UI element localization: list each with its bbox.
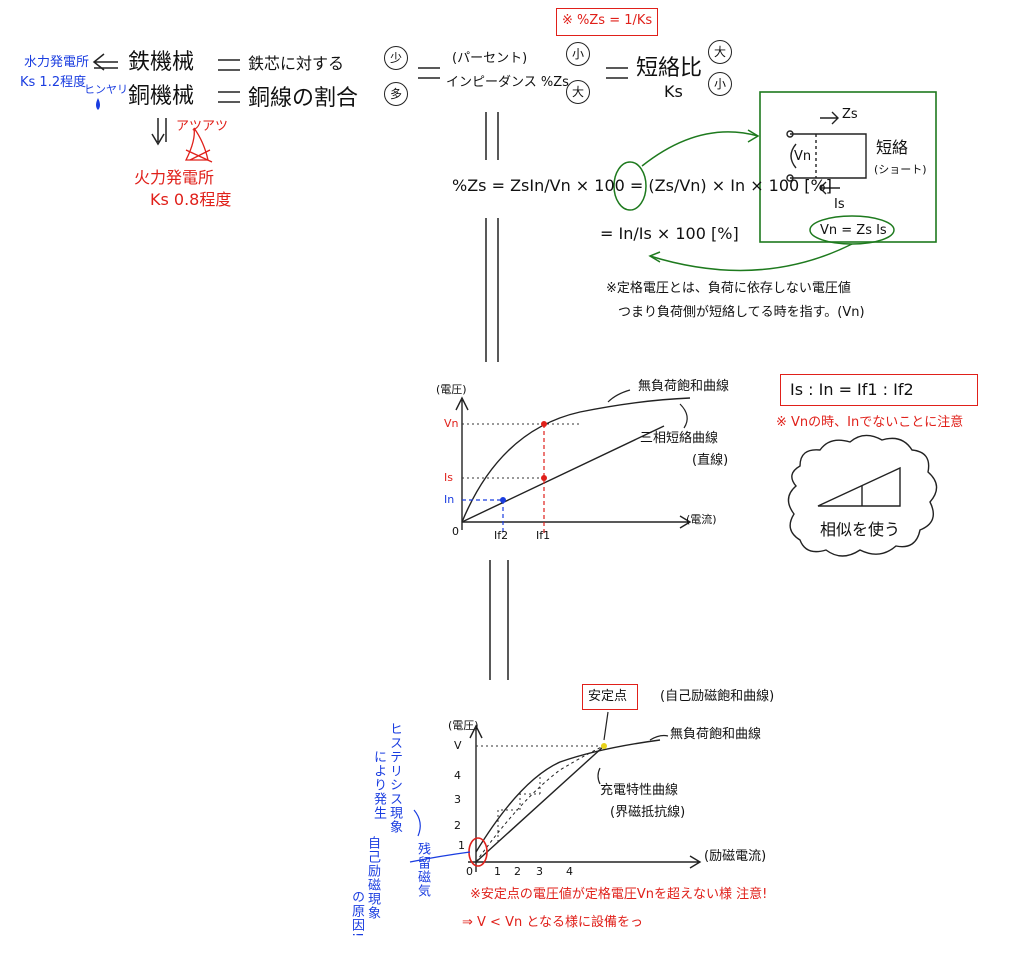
circuit-vn: Vn <box>794 149 812 164</box>
chart1-short-line <box>461 425 665 523</box>
ks-text: Ks <box>664 82 683 101</box>
stable-note-1: ※安定点の電圧値が定格電圧Vnを超えない様 注意! <box>470 887 768 902</box>
chart2-axes <box>468 724 702 872</box>
stable-box <box>582 684 638 710</box>
chart1-saturation-curve <box>461 397 691 523</box>
chart2-ytick-3: 3 <box>454 793 461 806</box>
chart1-ylabel: (電圧) <box>436 383 467 396</box>
formula-note-box <box>556 8 658 36</box>
copper-machine-label: 銅機械 <box>128 84 195 109</box>
cause-text: の原因! <box>349 890 364 939</box>
rated-note-1: ※定格電圧とは、負荷に依存しない電圧値 <box>606 281 851 296</box>
impedance-text: インピーダンス %Zs <box>446 75 569 90</box>
cloud-text: 相似を使う <box>820 520 901 539</box>
large-circle-3: 大 <box>708 40 732 64</box>
chart2-ytick-4: 4 <box>454 769 461 782</box>
chart1-curve-label: 無負荷飽和曲線 <box>638 379 730 394</box>
iron-machine-label: 鉄機械 <box>128 50 195 75</box>
hysteresis-text2: により発生 <box>371 750 386 820</box>
circuit-eq: Vn = Zs Is <box>820 223 887 238</box>
chart2-saturation-curve <box>475 739 661 853</box>
large-circle-1: 多 <box>384 82 408 106</box>
chart2-xlabel: (励磁電流) <box>704 849 767 864</box>
chart2-charge-label2: (界磁抵抗線) <box>610 805 686 820</box>
circuit-zs: Zs <box>842 107 858 122</box>
hysteresis-text: ヒステリシス現象 <box>387 722 402 834</box>
chart2-ytick-1: 1 <box>458 839 465 852</box>
chart1-origin: 0 <box>452 525 459 538</box>
circuit-short: 短絡 <box>876 138 909 157</box>
residual-text: 残留磁気 <box>415 842 430 898</box>
formula-line-2: = In/Is × 100 [%] <box>600 224 739 243</box>
short-ratio-text: 短絡比 <box>636 56 703 81</box>
chart2-xtick-2: 2 <box>514 865 521 878</box>
hot-text: アツアツ <box>176 119 229 134</box>
chart2-xtick-1: 1 <box>494 865 501 878</box>
water-drop-icon <box>96 98 100 110</box>
down-arrow <box>151 118 165 146</box>
copper-ratio-text: 銅線の割合 <box>248 86 359 111</box>
formula-note: ※ %Zs = 1/Ks <box>562 13 653 28</box>
small-circle-1: 少 <box>384 46 408 70</box>
ratio-note: ※ Vnの時、Inでないことに注意 <box>776 415 964 430</box>
ratio-eq: Is : In = If1 : If2 <box>790 380 914 399</box>
circuit-is: Is <box>834 197 845 212</box>
large-circle-2: 大 <box>566 80 590 104</box>
chart1-vn-tick: Vn <box>444 417 459 430</box>
chart1-if1-tick: If1 <box>536 529 551 542</box>
chart1-in-tick: In <box>444 493 455 506</box>
chart1-axes <box>455 396 692 530</box>
selfexc-cause: 自己励磁現象 <box>365 836 380 920</box>
iron-core-text: 鉄芯に対する <box>248 54 345 73</box>
circuit-short-en: (ショート) <box>874 163 927 176</box>
small-circle-3: 小 <box>708 72 732 96</box>
chart2-charge-label: 充電特性曲線 <box>600 783 679 798</box>
percent-text: (パーセント) <box>452 51 528 66</box>
hinyari-text: ヒンヤリ <box>84 83 128 96</box>
flame-icon <box>184 127 213 163</box>
small-circle-2: 小 <box>566 42 590 66</box>
cloud-shape <box>787 434 938 557</box>
thermal-label: 火力発電所 <box>134 168 215 187</box>
hydro-label: 水力発電所 <box>24 55 90 70</box>
thermal-ks: Ks 0.8程度 <box>150 190 232 209</box>
chart2-ylabel: (電圧) <box>448 719 479 732</box>
stable-point: 安定点 <box>588 689 628 704</box>
chart2-xtick-3: 3 <box>536 865 543 878</box>
chart1-xlabel: (電流) <box>686 513 717 526</box>
circuit-box <box>759 91 937 243</box>
chart2-curve-label: 無負荷飽和曲線 <box>670 727 762 742</box>
chart1-line-label: 三相短絡曲線 <box>640 431 719 446</box>
hydro-ks: Ks 1.2程度 <box>20 75 87 90</box>
chart2-origin: 0 <box>466 865 473 878</box>
chart2-xtick-4: 4 <box>566 865 573 878</box>
rated-note-2: つまり負荷側が短絡してる時を指す。(Vn) <box>618 305 865 320</box>
chart2-field-line <box>475 745 605 863</box>
chart1-is-tick: Is <box>444 471 453 484</box>
formula-line-1: %Zs = ZsIn/Vn × 100 = (Zs/Vn) × In × 100… <box>452 176 832 195</box>
chart1-if2-tick: If2 <box>494 529 509 542</box>
ratio-box <box>780 374 978 406</box>
chart2-v: V <box>454 739 462 752</box>
chart2-selfexc-label: (自己励磁飽和曲線) <box>660 689 775 704</box>
chart1-line-label2: (直線) <box>692 453 729 468</box>
stable-note-2: ⇒ V < Vn となる様に設備をっ <box>462 915 643 930</box>
chart2-ytick-2: 2 <box>454 819 461 832</box>
